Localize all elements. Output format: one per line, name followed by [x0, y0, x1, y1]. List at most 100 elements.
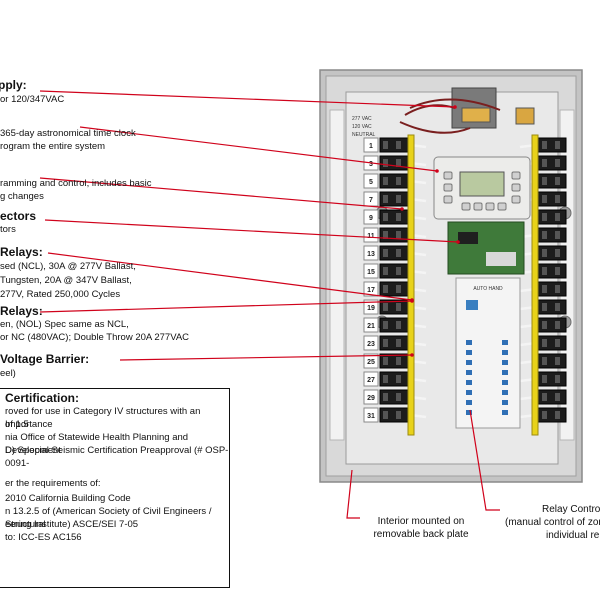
- relay-control-callout-line: (manual control of zon: [505, 517, 600, 528]
- certification-line: roved for use in Category IV structures …: [5, 406, 201, 430]
- relay-screw: [383, 357, 388, 365]
- relay-screw: [542, 321, 547, 329]
- relay-screw: [396, 231, 401, 239]
- indicator-led: [466, 390, 472, 395]
- certification-title: Certification:: [5, 391, 80, 405]
- time-clock-text-2: rogram the entire system: [0, 141, 106, 152]
- leader-line: [47, 252, 413, 301]
- relay-screw: [383, 375, 388, 383]
- relay-screw: [555, 339, 560, 347]
- relay-screw: [383, 249, 388, 257]
- relay-control-board: [455, 277, 521, 429]
- relay-screw: [396, 141, 401, 149]
- relay-screw: [555, 195, 560, 203]
- relay-number: 19: [367, 305, 375, 312]
- leader-dot: [435, 169, 439, 173]
- relay-screw: [542, 357, 547, 365]
- voltage-barrier-left: [407, 134, 415, 436]
- ncl-relays-title: Relays:: [0, 245, 43, 259]
- ncl-relays-text-2: Tungsten, 20A @ 347V Ballast,: [0, 275, 132, 286]
- indicator-led: [466, 340, 472, 345]
- ncl-relays-text-1: sed (NCL), 30A @ 277V Ballast,: [0, 261, 136, 272]
- keypad-button: [443, 195, 453, 204]
- relay-screw: [542, 267, 547, 275]
- barrier-text: eel): [0, 368, 16, 379]
- indicator-led: [502, 410, 508, 415]
- leader-dot: [400, 207, 404, 211]
- relay-screw: [555, 357, 560, 365]
- controller-label: AUTO HAND: [473, 286, 503, 292]
- indicator-led: [502, 390, 508, 395]
- relay-screw: [383, 177, 388, 185]
- relay-number: 31: [367, 413, 375, 420]
- board-chip: [458, 232, 478, 244]
- relay-screw: [542, 393, 547, 401]
- relay-screw: [555, 231, 560, 239]
- voltage-label: 120 VAC: [352, 124, 372, 130]
- certification-line: eering Institute) ASCE/SEI 7-05: [5, 519, 139, 530]
- relay-screw: [542, 339, 547, 347]
- relay-screw: [383, 141, 388, 149]
- certification-line: D) Special Seismic Certification Preappr…: [5, 445, 229, 469]
- connectors-text: tors: [0, 224, 16, 235]
- relay-screw: [383, 321, 388, 329]
- certification-line: n 13.2.5 of (American Society of Civil E…: [5, 506, 212, 530]
- interior-callout-line: removable back plate: [373, 529, 469, 540]
- keypad-button: [461, 202, 471, 211]
- relay-screw: [555, 285, 560, 293]
- indicator-led: [502, 380, 508, 385]
- relay-control-callout: Relay Control (manual control of zon ind…: [500, 503, 600, 542]
- relay-number-box: [363, 245, 379, 261]
- certification-line: er the requirements of:: [5, 478, 101, 489]
- nol-relays-text-1: en, (NOL) Spec same as NCL,: [0, 319, 129, 330]
- leader-line: [346, 469, 360, 519]
- programming-text-2: g changes: [0, 191, 44, 202]
- interior-callout: Interior mounted on removable back plate: [366, 515, 476, 541]
- keypad-button: [473, 202, 483, 211]
- barrier-title: Voltage Barrier:: [0, 352, 90, 366]
- relay-screw: [542, 231, 547, 239]
- relay-screw: [555, 249, 560, 257]
- relay-screw: [396, 249, 401, 257]
- relay-screw: [542, 303, 547, 311]
- leader-dot: [410, 353, 414, 357]
- relay-number-box: [363, 353, 379, 369]
- connectors-title: ectors: [0, 209, 37, 223]
- relay-screw: [542, 141, 547, 149]
- relay-number-box: [363, 173, 379, 189]
- relay-number: 11: [367, 233, 375, 240]
- relay-screw: [396, 321, 401, 329]
- voltage-barrier-right: [531, 134, 539, 436]
- relay-screw: [542, 249, 547, 257]
- relay-number-box: [363, 263, 379, 279]
- indicator-led: [466, 360, 472, 365]
- certification-line: 2010 California Building Code: [5, 493, 131, 504]
- relay-screw: [383, 285, 388, 293]
- relay-screw: [396, 357, 401, 365]
- keypad-button: [443, 171, 453, 180]
- keypad-button: [511, 171, 521, 180]
- relay-screw: [383, 339, 388, 347]
- relay-screw: [542, 159, 547, 167]
- keypad-button: [511, 183, 521, 192]
- power-supply-title: pply:: [0, 78, 27, 92]
- relay-screw: [555, 141, 560, 149]
- relay-screw: [383, 303, 388, 311]
- relay-number-box: [363, 389, 379, 405]
- relay-number: 21: [367, 323, 375, 330]
- relay-screw: [555, 213, 560, 221]
- indicator-led: [466, 370, 472, 375]
- relay-screw: [555, 267, 560, 275]
- relay-number-box: [363, 227, 379, 243]
- board-logo: [466, 300, 478, 310]
- relay-number: 15: [367, 269, 375, 276]
- relay-number: 13: [367, 251, 375, 258]
- relay-screw: [396, 159, 401, 167]
- indicator-led: [502, 370, 508, 375]
- left-label-strip: [329, 109, 345, 441]
- relay-number: 23: [367, 341, 375, 348]
- leader-dot: [410, 299, 414, 303]
- relay-number: 17: [367, 287, 375, 294]
- indicator-led: [466, 350, 472, 355]
